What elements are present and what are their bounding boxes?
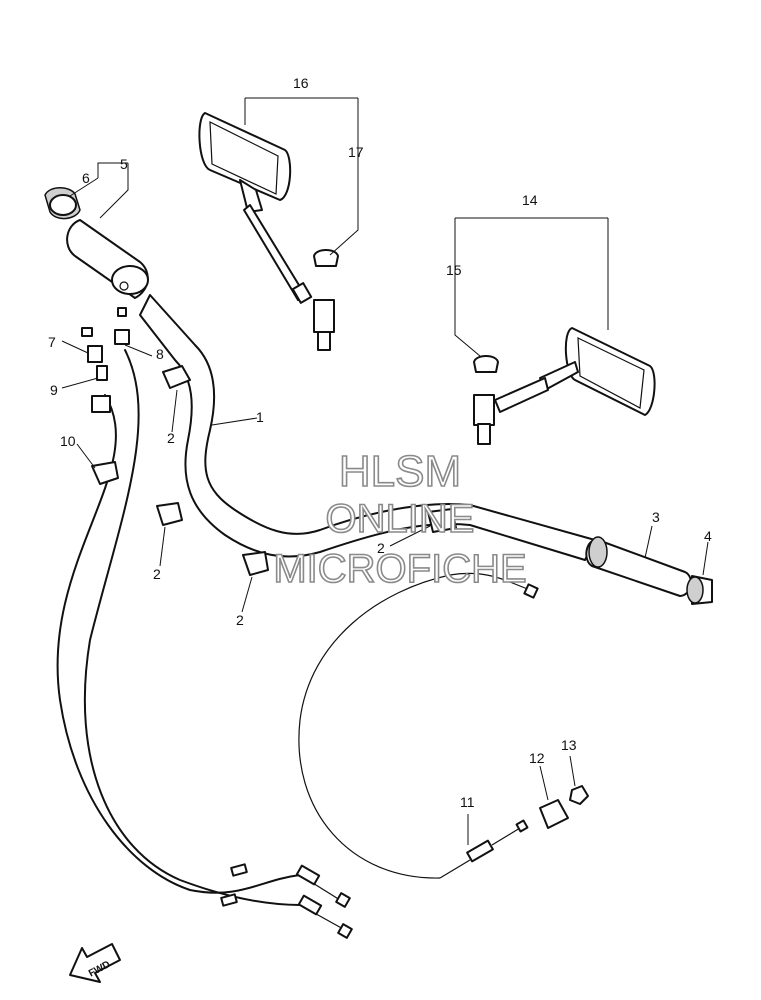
callout-15: 15 <box>446 262 462 278</box>
clamp-4 <box>427 508 457 533</box>
cable-adjuster-7 <box>81 327 103 363</box>
callout-2a: 2 <box>167 430 175 446</box>
callout-labels: 1 2 2 2 2 3 4 5 6 7 8 9 10 11 12 13 14 1… <box>48 75 712 810</box>
callout-4: 4 <box>704 528 712 544</box>
clamp-1 <box>162 365 191 389</box>
handlebar <box>139 294 596 561</box>
right-mirror <box>473 327 656 445</box>
cable-adjuster-8 <box>114 307 130 345</box>
left-grip <box>66 219 149 299</box>
callout-9: 9 <box>50 382 58 398</box>
watermark-line-3: MICROFICHE <box>273 547 526 591</box>
clamp-3 <box>242 551 269 576</box>
callout-6: 6 <box>82 170 90 186</box>
callout-14: 14 <box>522 192 538 208</box>
fwd-arrow-icon: FWD <box>69 943 121 983</box>
clamp-2 <box>156 502 183 526</box>
bolt-9 <box>91 365 111 413</box>
callout-2d: 2 <box>377 540 385 556</box>
right-mirror-cap <box>473 355 499 373</box>
watermark: HLSM ONLINE MICROFICHE <box>273 446 528 592</box>
right-grip <box>585 536 692 597</box>
cable-guide-10 <box>91 461 119 485</box>
cable-adjuster-12 <box>539 799 569 829</box>
callout-8: 8 <box>156 346 164 362</box>
callout-7: 7 <box>48 334 56 350</box>
clutch-cable <box>298 572 539 879</box>
callout-13: 13 <box>561 737 577 753</box>
watermark-line-2: ONLINE <box>326 497 475 541</box>
callout-12: 12 <box>529 750 545 766</box>
watermark-line-1: HLSM <box>339 447 461 496</box>
throttle-cables <box>56 349 353 939</box>
leader-lines <box>61 97 709 845</box>
callout-2c: 2 <box>236 612 244 628</box>
callout-1: 1 <box>256 409 264 425</box>
nut-13 <box>569 785 589 805</box>
left-mirror-cap <box>313 249 339 267</box>
callout-2b: 2 <box>153 566 161 582</box>
right-grip-end <box>686 575 713 605</box>
callout-3: 3 <box>652 509 660 525</box>
callout-16: 16 <box>293 75 309 91</box>
callout-17: 17 <box>348 144 364 160</box>
callout-10: 10 <box>60 433 76 449</box>
left-mirror <box>198 112 335 351</box>
callout-5: 5 <box>120 156 128 172</box>
callout-11: 11 <box>460 794 475 810</box>
